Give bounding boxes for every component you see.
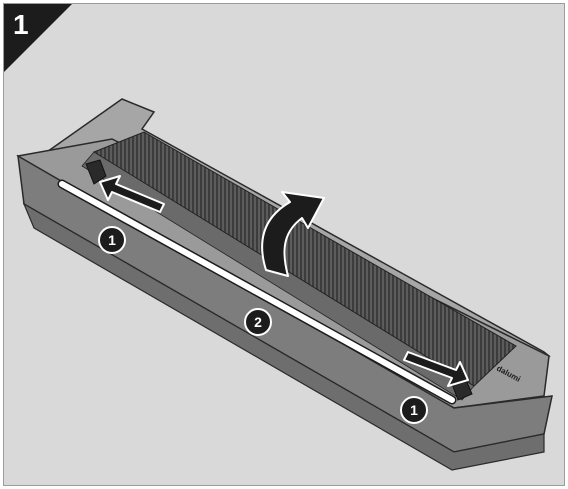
illustration-frame: 1 dalumi	[3, 3, 565, 486]
callout-lid-open: 2	[244, 308, 272, 336]
device-illustration: dalumi 1 2 1	[16, 98, 553, 471]
step-number: 1	[13, 9, 29, 40]
left-arrow-icon	[99, 175, 165, 213]
left-latch	[85, 159, 107, 185]
lift-arrow-icon	[261, 191, 325, 277]
svg-text:1: 1	[410, 402, 418, 418]
svg-text:2: 2	[254, 314, 262, 330]
right-arrow-icon	[403, 351, 469, 387]
callout-lock-left: 1	[98, 226, 126, 254]
callout-lock-right: 1	[400, 396, 428, 424]
svg-text:1: 1	[108, 232, 116, 248]
